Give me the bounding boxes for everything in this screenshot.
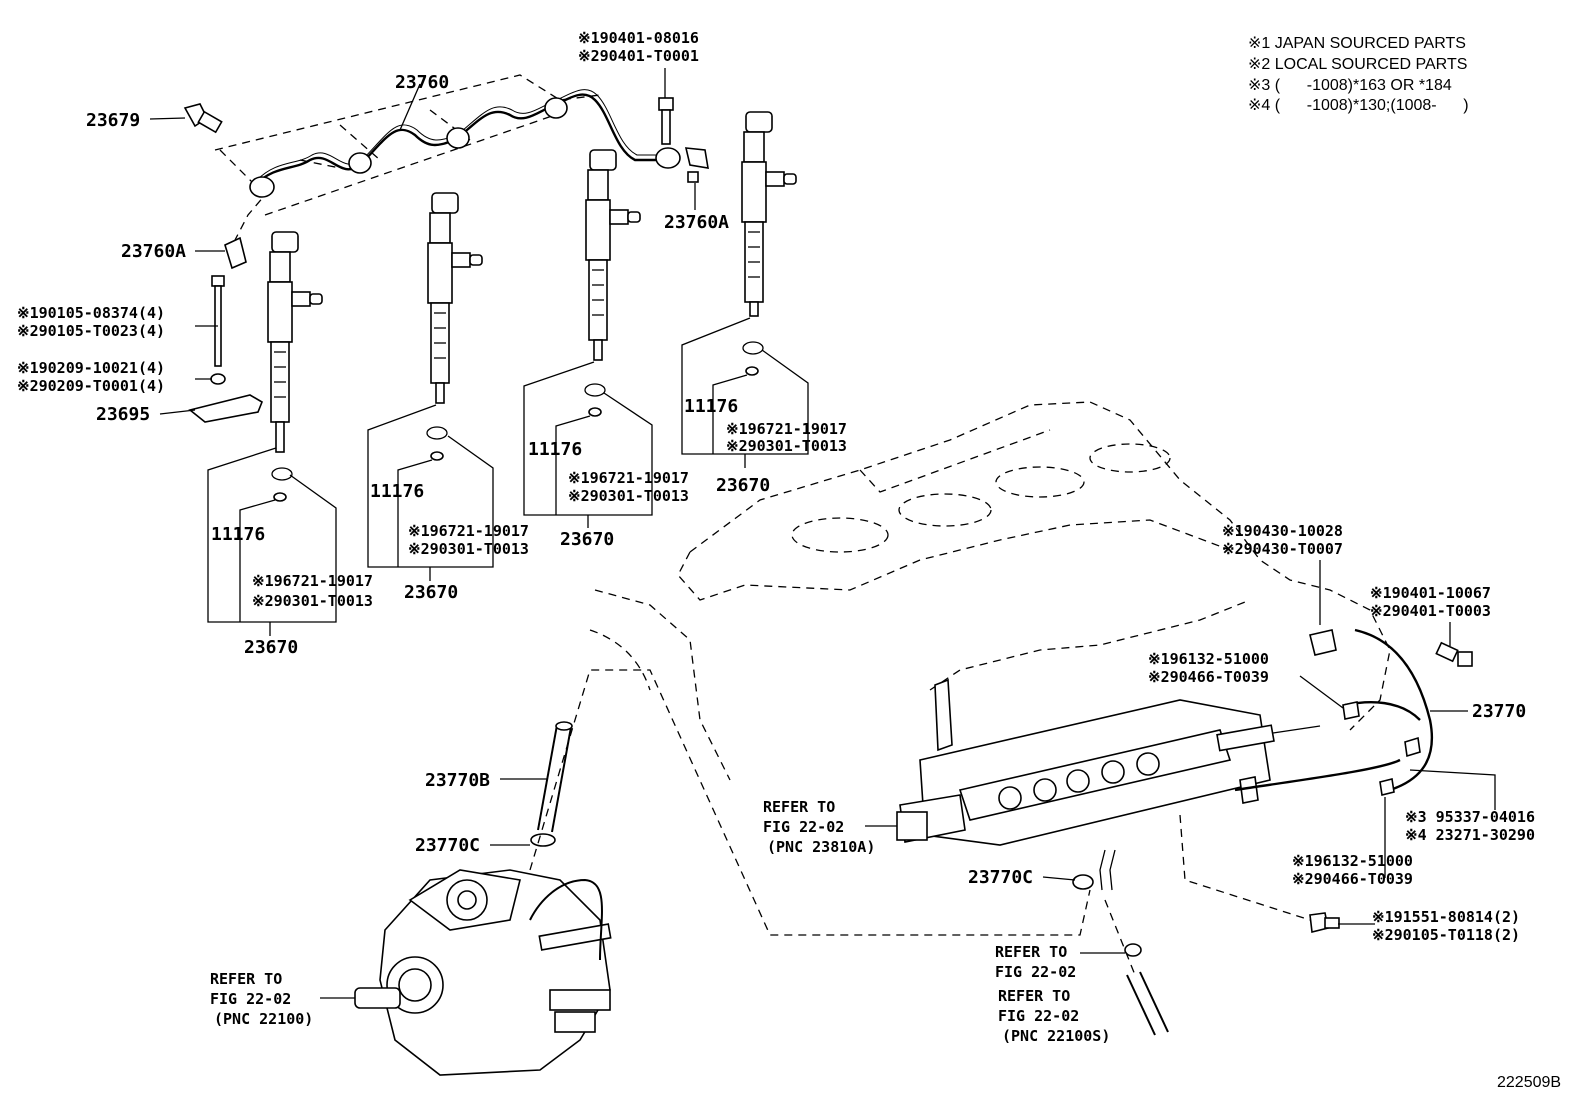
bolt-90105 xyxy=(210,275,226,385)
label-90401-top-2: ※290401-T0001 xyxy=(578,47,699,65)
injector-2 xyxy=(427,192,483,404)
label-ref-hose-a2: FIG 22-02 xyxy=(995,963,1076,981)
hose-23770b xyxy=(530,721,573,847)
figure-id: 222509B xyxy=(1497,1074,1561,1091)
label-inj2-23670: 23670 xyxy=(404,582,458,603)
label-23770c-left: 23770C xyxy=(415,835,480,856)
label-23760a-left: 23760A xyxy=(121,241,186,262)
label-90209-2: ※290209-T0001(4) xyxy=(17,377,165,395)
label-ref-rail-3: (PNC 23810A) xyxy=(767,838,875,856)
label-96132-a2: ※290466-T0039 xyxy=(1148,668,1269,686)
legend-line-2: ※2 LOCAL SOURCED PARTS xyxy=(1248,56,1467,73)
label-90430-1: ※190430-10028 xyxy=(1222,522,1343,540)
label-95337: ※3 95337-04016 xyxy=(1405,808,1535,826)
legend-line-1: ※1 JAPAN SOURCED PARTS xyxy=(1248,35,1466,52)
label-inj1-seal-2: ※290301-T0013 xyxy=(252,592,373,610)
leakoff-pipe-23760 xyxy=(214,74,709,241)
label-23770c-right: 23770C xyxy=(968,867,1033,888)
label-inj4-11176: 11176 xyxy=(684,396,738,417)
pump-to-rail-dash xyxy=(529,669,1091,936)
seal-group-4 xyxy=(681,317,809,468)
seal-group-3 xyxy=(523,361,653,528)
legend-line-3: ※3 ( -1008)*163 OR *184 xyxy=(1248,77,1452,94)
injector-4 xyxy=(741,111,797,317)
label-23770b: 23770B xyxy=(425,770,490,791)
label-inj3-23670: 23670 xyxy=(560,529,614,550)
rail-to-bolt-dash xyxy=(1179,814,1311,921)
label-ref-hose-b1: REFER TO xyxy=(998,987,1070,1005)
part-labels: 23760 23679 23760A 23760A ※190401-08016 … xyxy=(17,29,1561,1091)
label-90209-1: ※190209-10021(4) xyxy=(17,359,165,377)
label-inj4-seal-2: ※290301-T0013 xyxy=(726,437,847,455)
seal-group-1 xyxy=(207,447,337,636)
injector-1 xyxy=(267,231,323,453)
legend: ※1 JAPAN SOURCED PARTS ※2 LOCAL SOURCED … xyxy=(1248,35,1469,114)
label-90105-2: ※290105-T0023(4) xyxy=(17,322,165,340)
injector-3 xyxy=(585,149,641,361)
return-pipe-23770 xyxy=(1099,628,1473,933)
fuel-pump xyxy=(354,869,612,1076)
label-23695: 23695 xyxy=(96,404,150,425)
legend-line-4: ※4 ( -1008)*130;(1008- ) xyxy=(1248,97,1469,114)
label-96132-a1: ※196132-51000 xyxy=(1148,650,1269,668)
label-91551-1: ※191551-80814(2) xyxy=(1372,908,1520,926)
label-90401-right-1: ※190401-10067 xyxy=(1370,584,1491,602)
label-96132-b2: ※290466-T0039 xyxy=(1292,870,1413,888)
label-90430-2: ※290430-T0007 xyxy=(1222,540,1343,558)
label-91551-2: ※290105-T0118(2) xyxy=(1372,926,1520,944)
label-23271: ※4 23271-30290 xyxy=(1405,826,1535,844)
label-ref-hose-b2: FIG 22-02 xyxy=(998,1007,1079,1025)
label-inj1-23670: 23670 xyxy=(244,637,298,658)
label-23770: 23770 xyxy=(1472,701,1526,722)
label-ref-hose-a1: REFER TO xyxy=(995,943,1067,961)
label-90401-right-2: ※290401-T0003 xyxy=(1370,602,1491,620)
label-inj1-11176: 11176 xyxy=(211,524,265,545)
seal-group-2 xyxy=(367,404,494,581)
label-ref-pump-3: (PNC 22100) xyxy=(214,1010,313,1028)
label-90401-top-1: ※190401-08016 xyxy=(578,29,699,47)
clip-23760a-left xyxy=(224,236,247,270)
label-23679: 23679 xyxy=(86,110,140,131)
label-inj4-23670: 23670 xyxy=(716,475,770,496)
label-inj3-11176: 11176 xyxy=(528,439,582,460)
label-inj4-seal-1: ※196721-19017 xyxy=(726,420,847,438)
bolt-23679 xyxy=(183,103,223,134)
label-inj2-seal-1: ※196721-19017 xyxy=(408,522,529,540)
label-ref-hose-b3: (PNC 22100S) xyxy=(1002,1027,1110,1045)
label-90105-1: ※190105-08374(4) xyxy=(17,304,165,322)
cylinder-head-outline xyxy=(589,401,1391,781)
label-inj2-seal-2: ※290301-T0013 xyxy=(408,540,529,558)
clamp-to-hose-dash xyxy=(1104,899,1136,976)
common-rail xyxy=(896,678,1321,846)
label-inj1-seal-1: ※196721-19017 xyxy=(252,572,373,590)
label-ref-pump-1: REFER TO xyxy=(210,970,282,988)
hose-lower-right xyxy=(1072,874,1169,1036)
clamp-23695 xyxy=(188,394,263,423)
label-ref-pump-2: FIG 22-02 xyxy=(210,990,291,1008)
label-inj3-seal-1: ※196721-19017 xyxy=(568,469,689,487)
label-23760: 23760 xyxy=(395,72,449,93)
label-96132-b1: ※196132-51000 xyxy=(1292,852,1413,870)
label-ref-rail-2: FIG 22-02 xyxy=(763,818,844,836)
label-inj3-seal-2: ※290301-T0013 xyxy=(568,487,689,505)
label-23760a-right: 23760A xyxy=(664,212,729,233)
bolt-90401-top xyxy=(658,97,674,145)
label-ref-rail-1: REFER TO xyxy=(763,798,835,816)
leader-lines xyxy=(149,68,1496,999)
label-inj2-11176: 11176 xyxy=(370,481,424,502)
